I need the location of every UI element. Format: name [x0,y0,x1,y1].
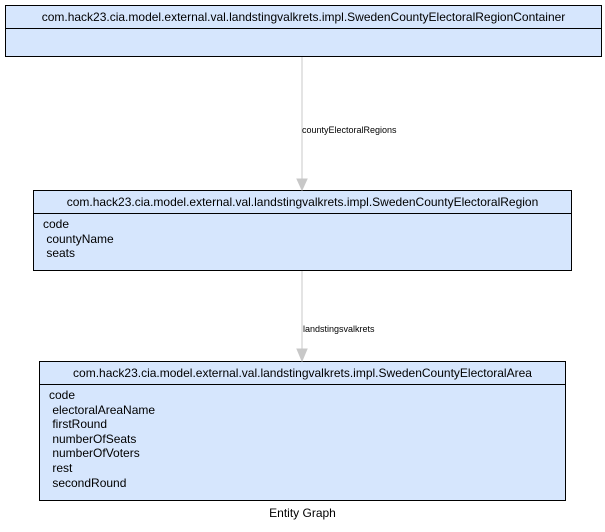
entity-field: numberOfVoters [49,446,140,461]
entity-title: com.hack23.cia.model.external.val.landst… [6,6,601,29]
entity-fields: code electoralAreaName firstRound number… [40,385,565,494]
entity-fields: code countyName seats [34,214,571,265]
entity-title: com.hack23.cia.model.external.val.landst… [34,191,571,214]
arrowhead-icon [296,348,308,363]
entity-field: rest [49,460,73,475]
entity-field: code [43,217,70,231]
edge-label: landstingsvalkrets [303,324,375,334]
edge-label: countyElectoralRegions [302,125,397,135]
entity-title: com.hack23.cia.model.external.val.landst… [40,362,565,385]
entity-node-region[interactable]: com.hack23.cia.model.external.val.landst… [33,190,572,271]
entity-node-area[interactable]: com.hack23.cia.model.external.val.landst… [39,361,566,501]
arrowhead-icon [296,178,308,192]
graph-caption: Entity Graph [269,506,336,520]
entity-field: electoralAreaName [49,402,156,417]
edge-container-to-region [296,57,308,192]
entity-node-container[interactable]: com.hack23.cia.model.external.val.landst… [5,5,602,57]
edge-region-to-area [296,271,308,363]
entity-field: countyName [43,231,114,246]
entity-field: code [49,388,76,402]
entity-field: numberOfSeats [49,431,137,446]
entity-field: seats [43,246,76,261]
entity-field: secondRound [49,475,127,490]
entity-field: firstRound [49,417,108,432]
